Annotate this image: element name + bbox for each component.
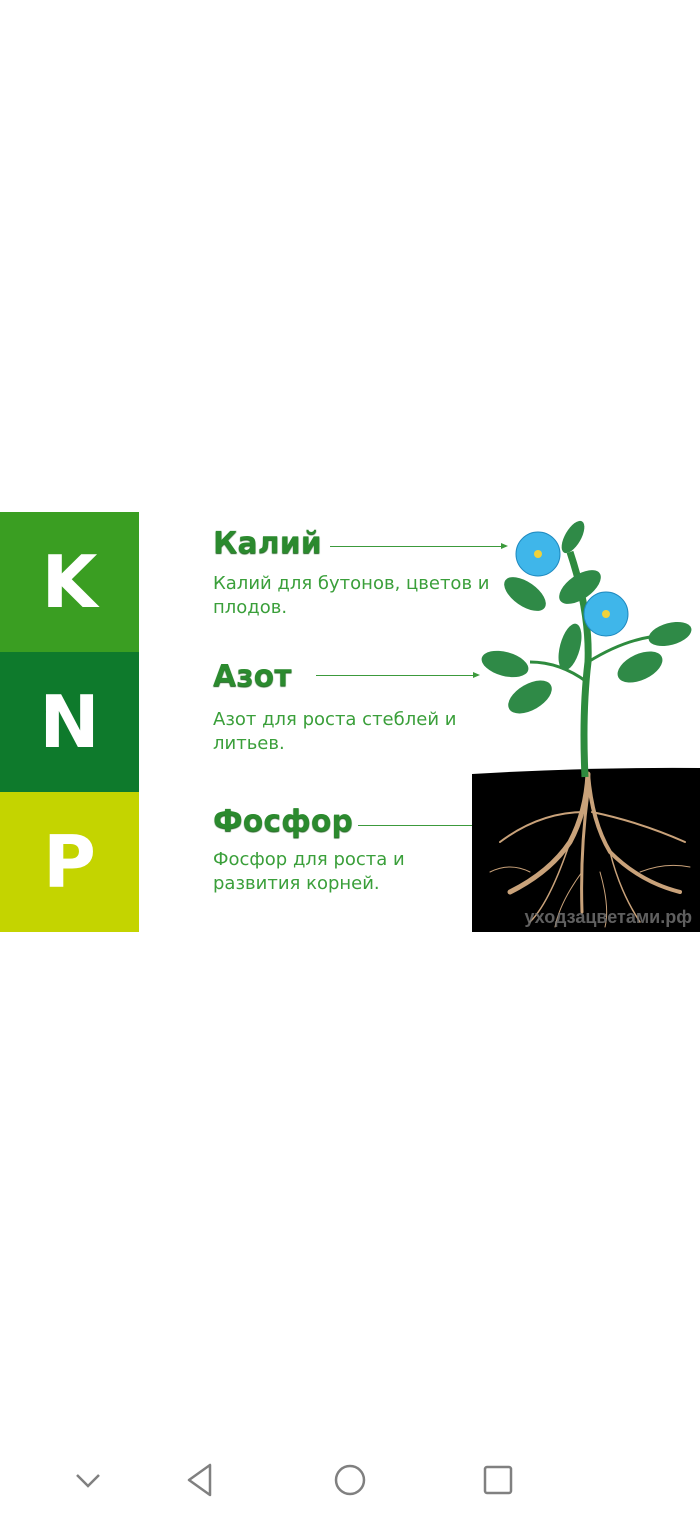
npk-infographic-image: K N P Калий Калий для бутонов, цветов и … bbox=[0, 512, 700, 932]
letter-k: K bbox=[0, 512, 139, 652]
npk-letters-column: K N P bbox=[0, 512, 139, 932]
watermark: уходзацветами.рф bbox=[524, 907, 692, 927]
plant-illustration bbox=[472, 520, 700, 932]
potassium-description: Калий для бутонов, цветов и плодов. bbox=[213, 573, 490, 618]
potassium-arrow bbox=[330, 543, 508, 549]
recents-icon[interactable] bbox=[478, 1460, 518, 1500]
nitrogen-description: Азот для роста стеблей и литьев. bbox=[213, 709, 457, 754]
phosphorus-title: Фосфор bbox=[213, 804, 353, 839]
letter-p: P bbox=[0, 792, 139, 932]
potassium-title: Калий bbox=[213, 526, 322, 561]
nitrogen-arrow bbox=[316, 672, 480, 678]
image-viewer[interactable]: K N P Калий Калий для бутонов, цветов и … bbox=[0, 0, 700, 1440]
nitrogen-title: Азот bbox=[213, 659, 292, 694]
letter-n: N bbox=[0, 652, 139, 792]
phosphorus-description: Фосфор для роста и развития корней. bbox=[213, 849, 405, 894]
system-navigation-bar bbox=[0, 1440, 700, 1517]
chevron-down-icon[interactable] bbox=[68, 1460, 108, 1500]
home-icon[interactable] bbox=[330, 1460, 370, 1500]
back-icon[interactable] bbox=[180, 1460, 220, 1500]
